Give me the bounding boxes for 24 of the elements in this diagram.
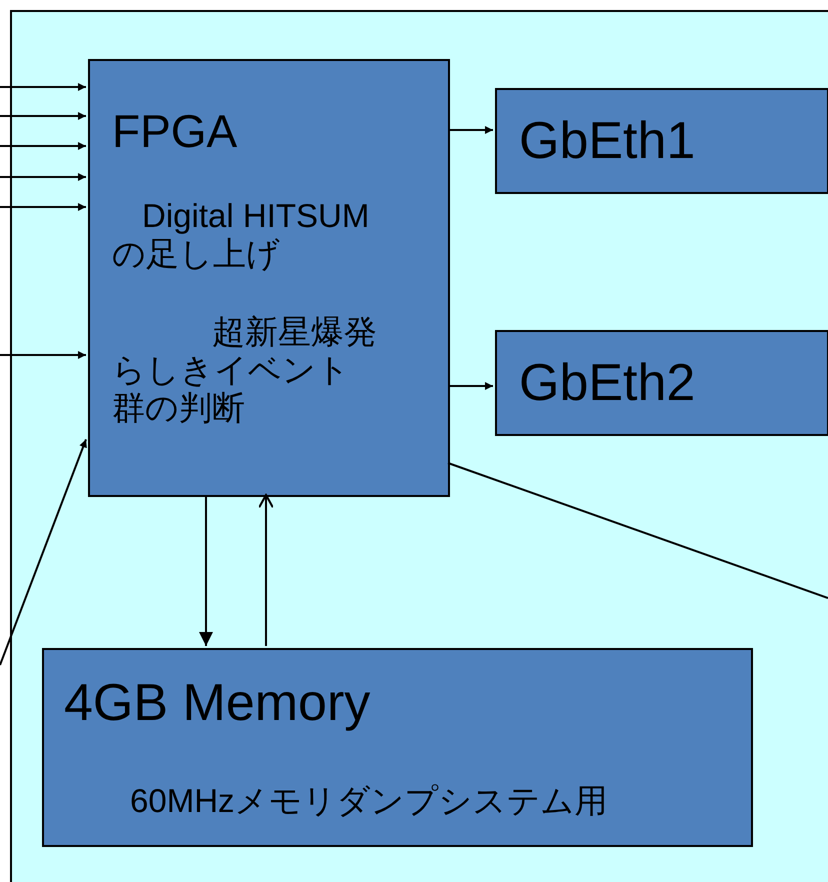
arrow bbox=[0, 142, 86, 150]
arrow bbox=[0, 439, 87, 666]
arrow bbox=[0, 112, 86, 120]
block-description: 60MHzメモリダンプシステム用 bbox=[130, 782, 609, 820]
function-text: 超新星爆発らしきイベント群の判断 bbox=[112, 313, 378, 427]
arrow bbox=[199, 495, 213, 646]
arrow bbox=[0, 351, 86, 359]
chip-label: FPGA bbox=[112, 105, 238, 158]
arrow bbox=[258, 494, 274, 646]
block-label: GbEth2 bbox=[519, 354, 696, 414]
block-label: 4GB Memory bbox=[64, 674, 372, 734]
ethernet-block bbox=[495, 88, 828, 194]
arrow bbox=[448, 126, 493, 134]
memory-block bbox=[42, 648, 753, 847]
arrow bbox=[0, 83, 86, 91]
arrow bbox=[0, 173, 86, 181]
connector-line bbox=[448, 462, 828, 599]
block-label: GbEth1 bbox=[519, 112, 696, 172]
fpga-block bbox=[88, 59, 450, 497]
ethernet-block bbox=[495, 330, 828, 436]
arrow bbox=[0, 203, 86, 211]
arrow bbox=[448, 382, 493, 390]
panel-background bbox=[10, 10, 828, 882]
function-text: Digital HITSUMの足し上げ bbox=[112, 197, 370, 273]
